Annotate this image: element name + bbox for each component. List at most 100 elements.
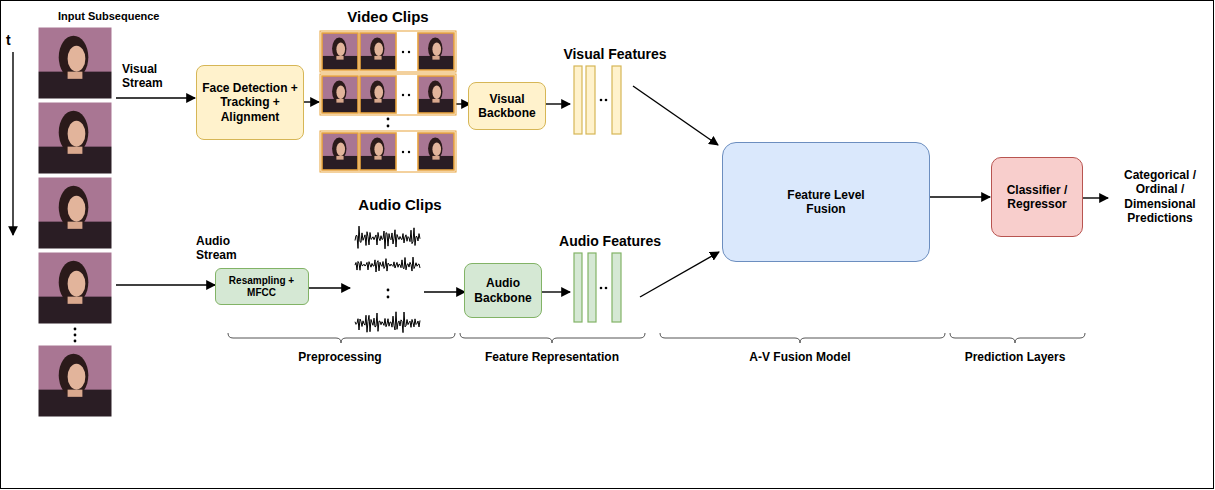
dot xyxy=(402,94,404,96)
face-frame xyxy=(322,76,358,113)
photo-bg xyxy=(418,156,454,170)
box-text: Feature Level Fusion xyxy=(771,188,881,217)
face xyxy=(68,271,86,297)
frame-outline xyxy=(322,33,358,70)
photo-bg xyxy=(322,99,358,113)
hair xyxy=(370,137,384,159)
face xyxy=(374,43,383,56)
section-label: Prediction Layers xyxy=(940,350,1090,364)
clip-outline xyxy=(320,31,456,72)
neck xyxy=(374,156,381,160)
text-label: t xyxy=(6,32,20,49)
photo-bg xyxy=(360,56,396,70)
dot xyxy=(600,287,603,290)
feature-bar xyxy=(574,66,582,134)
neck xyxy=(336,56,343,60)
dot xyxy=(408,51,410,53)
fusion-box: Feature Level Fusion xyxy=(722,142,930,262)
face xyxy=(336,143,345,156)
photo-bg xyxy=(38,147,112,174)
video-clips xyxy=(320,31,456,172)
photo-bg xyxy=(38,252,112,324)
flow-arrow xyxy=(116,97,195,98)
photo-bg xyxy=(360,76,396,113)
dot xyxy=(74,334,77,337)
photo-bg xyxy=(360,99,396,113)
clip-outline xyxy=(320,131,456,172)
hair xyxy=(59,261,89,304)
flow-arrow xyxy=(542,103,570,104)
section-brackets xyxy=(228,333,1085,343)
photo-bg xyxy=(38,345,112,417)
frame-outline xyxy=(360,76,396,113)
frame-outline xyxy=(360,33,396,70)
clip-outline xyxy=(320,74,456,115)
dot xyxy=(387,125,390,128)
audio-feature-bars xyxy=(574,253,621,322)
hair xyxy=(370,80,384,102)
waveform xyxy=(355,312,420,333)
flow-arrows xyxy=(13,52,1108,297)
face-frame xyxy=(418,133,454,170)
text-label: Visual Features xyxy=(550,46,680,63)
face xyxy=(336,86,345,99)
dot xyxy=(74,340,77,343)
photo-bg xyxy=(38,27,112,99)
curly-bracket xyxy=(950,333,1085,343)
frame-outline xyxy=(418,33,454,70)
face-frame xyxy=(360,133,396,170)
face xyxy=(374,143,383,156)
dot xyxy=(605,287,608,290)
hair xyxy=(370,37,384,59)
frame-outline xyxy=(418,133,454,170)
dot xyxy=(600,99,603,102)
waveform xyxy=(355,226,420,249)
photo-bg xyxy=(360,33,396,70)
feature-bar xyxy=(612,66,621,134)
photo-bg xyxy=(418,56,454,70)
box-text: Resampling + MFCC xyxy=(221,275,303,299)
text-label: Audio Stream xyxy=(196,234,248,263)
hair xyxy=(428,37,442,59)
flow-arrow xyxy=(640,252,719,297)
process-box: Resampling + MFCC xyxy=(215,268,309,305)
photo-bg xyxy=(418,99,454,113)
face-frame xyxy=(38,102,112,174)
box-text: Face Detection + Tracking + Alignment xyxy=(202,81,298,124)
face xyxy=(432,143,441,156)
hair xyxy=(332,137,346,159)
hair xyxy=(428,80,442,102)
dot xyxy=(408,151,410,153)
feature-bar xyxy=(612,253,621,322)
face xyxy=(68,364,86,390)
photo-bg xyxy=(38,390,112,417)
photo-bg xyxy=(38,102,112,174)
face-frame xyxy=(38,177,112,249)
text-label: Categorical / Ordinal / Dimensional Pred… xyxy=(1110,168,1210,226)
dot xyxy=(408,94,410,96)
frame-outline xyxy=(38,102,112,174)
face xyxy=(68,46,86,72)
face-frame xyxy=(38,345,112,417)
curly-bracket xyxy=(660,333,945,343)
face xyxy=(68,196,86,222)
photo-bg xyxy=(418,33,454,70)
face xyxy=(432,86,441,99)
photo-bg xyxy=(322,76,358,113)
box-text: Audio Backbone xyxy=(470,276,536,305)
face xyxy=(68,121,86,147)
frame-outline xyxy=(322,133,358,170)
classifier-box: Classifier / Regressor xyxy=(991,157,1083,237)
hair xyxy=(59,186,89,229)
neck xyxy=(336,99,343,103)
feature-bar xyxy=(586,66,595,134)
hair xyxy=(59,111,89,154)
neck xyxy=(68,147,83,154)
section-label: A-V Fusion Model xyxy=(710,350,890,364)
input-frames xyxy=(38,27,112,417)
dot xyxy=(402,151,404,153)
hair xyxy=(59,354,89,397)
section-label: Preprocessing xyxy=(255,350,425,364)
